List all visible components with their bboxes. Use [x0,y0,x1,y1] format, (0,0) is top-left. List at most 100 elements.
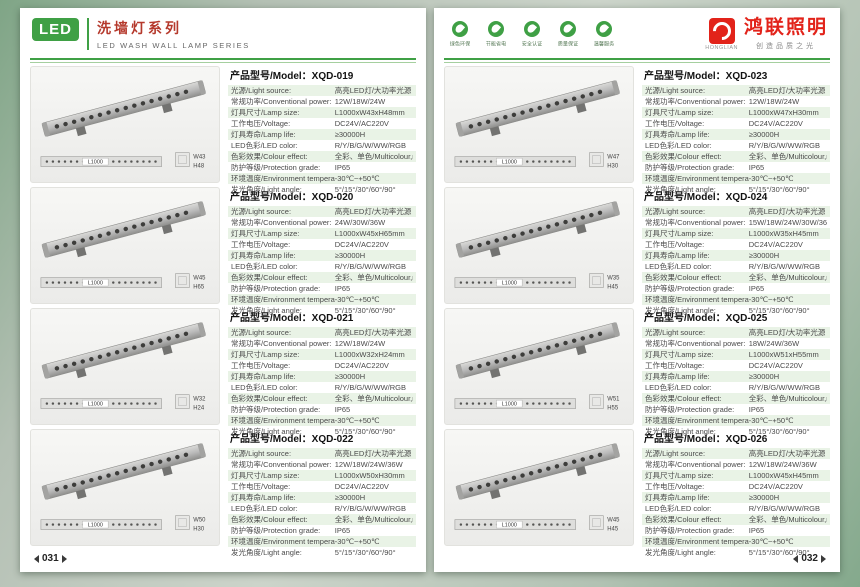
spec-row: 灯具尺寸/Lamp size:L1000xW43xH48mm [228,107,416,118]
spec-value: ≥30000H [334,251,366,260]
spec-label: 色彩效果/Colour effect: [645,394,722,403]
dim-width-label: W51 [607,397,619,403]
spec-value: IP65 [334,526,351,535]
spec-label: 环境温度/Environment temperature: [645,174,749,183]
spec-row: 色彩效果/Colour effect:全彩、单色/Multicolour,mon… [228,272,416,283]
spec-label: 光源/Light source: [645,86,706,95]
spec-row: 灯具寿命/Lamp life:≥30000H [228,129,416,140]
spec-label: 发光角度/Light angle: [231,185,302,194]
catalog-page-right: 绿色环保 节能省电 安全认证 质量保证 温馨服务 [434,8,840,572]
spec-label: LED色彩/LED color: [645,504,712,513]
spec-value: IP65 [748,405,765,414]
spec-row: 防护等级/Protection grade:IP65 [642,162,830,173]
header-rule [444,58,830,63]
spec-row: 环境温度/Environment temperature:-30℃~+50℃ [228,415,416,426]
lamp-bar-illustration [41,80,206,137]
page-arrow-left-icon [793,554,799,563]
eco-label: 安全认证 [521,42,543,48]
lamp-bar-illustration [41,201,206,258]
spec-row: 防护等级/Protection grade:IP65 [228,162,416,173]
spec-value: 5°/15°/30°/60°/90° [748,548,810,557]
brand-logo-icon [708,18,735,44]
spec-row: 灯具尺寸/Lamp size:L1000xW45xH45mm [642,470,830,481]
product-photo: L1000 W45 H45 [454,443,620,533]
spec-label: 灯具寿命/Lamp life: [645,493,710,502]
product-card: L1000 W35 H45 产品型号/Model：XQD-024 光源/Ligh… [444,187,830,315]
lamp-end-profile [589,152,604,167]
spec-label: 灯具尺寸/Lamp size: [231,471,300,480]
dim-length-label: L1000 [88,402,103,408]
spec-value: IP65 [748,163,765,172]
spec-value: R/Y/B/G/W/WW/RGB [748,383,820,392]
spec-row: 灯具寿命/Lamp life:≥30000H [642,371,830,382]
spec-row: 灯具尺寸/Lamp size:L1000xW47xH30mm [642,107,830,118]
spec-value: R/Y/B/G/W/WW/RGB [748,262,820,271]
spec-label: 常规功率/Conventional power: [231,218,332,227]
spec-label: 发光角度/Light angle: [645,427,716,436]
spec-row: 灯具尺寸/Lamp size:L1000xW50xH30mm [228,470,416,481]
spec-row: 常规功率/Conventional power:18W/24W/36W [642,338,830,349]
spec-row: 灯具寿命/Lamp life:≥30000H [228,371,416,382]
brand-tagline: 创造品质之光 [755,42,816,50]
header-rule-thick [444,58,830,60]
spec-value: -30℃~+50℃ [748,295,794,304]
page-number: 032 [793,553,826,564]
product-image-box: L1000 W47 H30 [444,66,634,183]
spec-value: DC24V/AC220V [748,240,803,249]
spec-label: LED色彩/LED color: [231,141,298,150]
spec-row: 灯具尺寸/Lamp size:L1000xW32xH24mm [228,349,416,360]
spec-label: 光源/Light source: [645,449,706,458]
product-model-title: 产品型号/Model：XQD-026 [644,434,768,445]
spec-value: 5°/15°/30°/60°/90° [748,306,810,315]
spec-row: 光源/Light source:高亮LED灯/大功率光源 [228,85,416,96]
eco-item: 质量保证 [554,21,582,48]
spec-row: 光源/Light source:高亮LED灯/大功率光源 [228,206,416,217]
product-image-box: L1000 W45 H45 [444,429,634,546]
spec-row: 发光角度/Light angle:5°/15°/30°/60°/90° [642,305,830,316]
spec-label: 防护等级/Protection grade: [231,526,321,535]
spec-row: 灯具寿命/Lamp life: ≥30000H [228,250,416,261]
lamp-bar-illustration [41,322,206,379]
spec-value: 全彩、单色/Multicolour,monochrome [748,394,827,403]
lamp-end-profile [175,394,190,409]
spec-label: 工作电压/Voltage: [645,361,705,370]
spec-value: 5°/15°/30°/60°/90° [748,427,810,436]
spec-value: L1000xW32xH24mm [334,350,405,359]
spec-row: 常规功率/Conventional power:12W/18W/24W [228,338,416,349]
spec-row: 光源/Light source:高亮LED灯/大功率光源 [642,85,830,96]
spec-row: 防护等级/Protection grade: IP65 [228,525,416,536]
leaf-icon [452,21,468,37]
spec-label: 常规功率/Conventional power: [645,339,746,348]
spec-row: 防护等级/Protection grade:IP65 [228,283,416,294]
spec-value: R/Y/B/G/W/WW/RGB [334,141,406,150]
brand-logo-subtext: HONGLIAN [705,45,738,51]
spec-label: 灯具寿命/Lamp life: [231,251,296,260]
product-card: L1000 W51 H55 产品型号/Model：XQD-025 光源/Ligh… [444,308,830,436]
spec-label: 灯具尺寸/Lamp size: [231,229,300,238]
eco-item: 温馨服务 [590,21,618,48]
spec-row: 防护等级/Protection grade:IP65 [642,525,830,536]
spec-row: 色彩效果/Colour effect:全彩、单色/Multicolour,mon… [228,151,416,162]
dim-height-label: H65 [193,285,205,291]
spec-label: 色彩效果/Colour effect: [645,152,722,161]
spec-row: 灯具尺寸/Lamp size:L1000xW51xH55mm [642,349,830,360]
spec-value: DC24V/AC220V [748,119,803,128]
spec-label: 色彩效果/Colour effect: [645,515,722,524]
product-model-title: 产品型号/Model：XQD-022 [230,434,354,445]
spec-row: 色彩效果/Colour effect: 全彩、单色/Multicolour,mon… [642,393,830,404]
lamp-bar-illustration [455,322,620,379]
spec-row: 环境温度/Environment temperature:-30℃~+50℃ [228,536,416,547]
lamp-end-profile [175,515,190,530]
spec-value: L1000xW45xH65mm [334,229,405,238]
spec-row: 灯具尺寸/Lamp size: L1000xW45xH65mm [228,228,416,239]
spec-value: L1000xW51xH55mm [748,350,819,359]
spec-value: 12W/18W/24W/36W [748,460,817,469]
eco-label: 节能省电 [485,42,507,48]
spec-value: ≥30000H [748,130,780,139]
spec-row: 防护等级/Protection grade:IP65 [228,404,416,415]
spec-row: 防护等级/Protection grade:IP65 [642,404,830,415]
spec-value: 全彩、单色/Multicolour,monochrome [748,273,827,282]
spec-label: 环境温度/Environment temperature: [231,537,335,546]
spec-value: -30℃~+50℃ [334,295,380,304]
spec-row: 工作电压/Voltage:DC24V/AC220V [642,360,830,371]
